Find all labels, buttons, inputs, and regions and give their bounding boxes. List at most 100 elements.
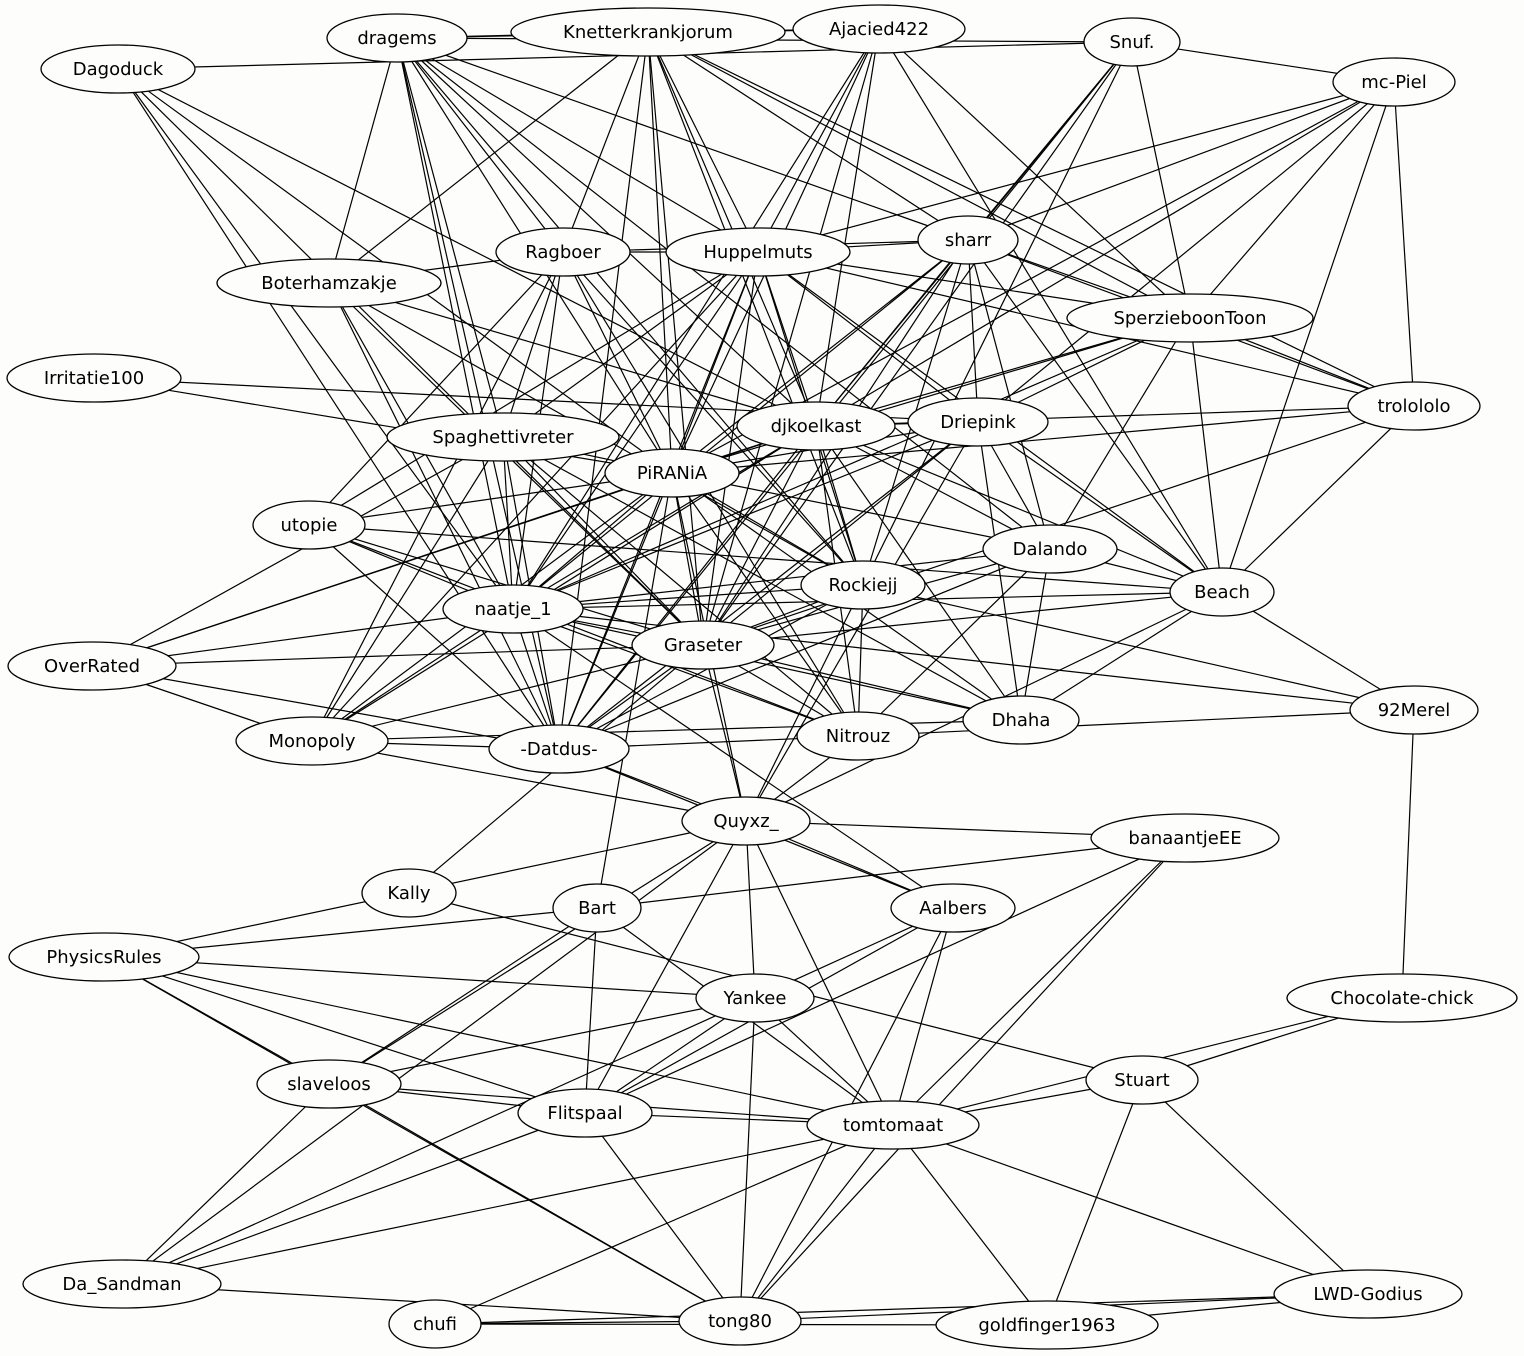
node-ellipse [256,1059,402,1109]
edge-knetter-trololo [647,31,1415,407]
node-chocolate[interactable]: Chocolate-chick [1286,973,1518,1023]
node-overrated[interactable]: OverRated [7,641,177,691]
node-merel[interactable]: 92Merel [1349,685,1479,735]
edge-mcpiel-trololo [1393,81,1415,407]
node-label: Monopoly [268,731,355,752]
node-ellipse [736,401,896,451]
edge-knetter-sharr [647,31,969,241]
node-physics[interactable]: PhysicsRules [8,932,200,982]
node-beach[interactable]: Beach [1169,567,1275,617]
node-boter[interactable]: Boterhamzakje [216,258,442,308]
node-spaghetti[interactable]: Spaghettivreter [386,412,620,462]
edge-mcpiel-driepink [977,81,1395,423]
node-stuart[interactable]: Stuart [1085,1055,1199,1105]
node-label: Beach [1194,582,1250,603]
node-rockiejj[interactable]: Rockiejj [800,560,926,610]
edge-layer [91,28,1415,1326]
node-label: Flitspaal [547,1103,622,1124]
edge-dragems-spaghetti [396,37,504,438]
node-label: Knetterkrankjorum [563,22,733,43]
node-label: tomtomaat [843,1115,943,1136]
node-ajacied[interactable]: Ajacied422 [792,4,966,54]
node-ellipse [604,448,740,498]
node-ellipse [890,883,1016,933]
node-kally[interactable]: Kally [361,868,457,918]
edge-dagoduck-graseter [117,68,704,646]
node-utopie[interactable]: utopie [252,500,366,550]
edge-ragboer-monopoly [311,251,564,742]
node-tomtomaat[interactable]: tomtomaat [806,1100,980,1150]
edge-mcpiel-sharr [967,81,1395,241]
node-ragboer[interactable]: Ragboer [495,227,631,277]
node-knetter[interactable]: Knetterkrankjorum [510,7,786,57]
node-datdus[interactable]: -Datdus- [488,724,630,774]
edge-ajacied-huppel [757,28,880,253]
node-bart[interactable]: Bart [552,883,642,933]
edge-dagoduck-datdus [117,68,560,750]
node-nitrouz[interactable]: Nitrouz [796,711,920,761]
node-irritatie[interactable]: Irritatie100 [6,353,182,403]
node-sandman[interactable]: Da_Sandman [22,1259,222,1309]
node-huppel[interactable]: Huppelmuts [665,227,851,277]
edge-dagoduck-naatje [117,68,514,610]
edge-slaveloos-sandman [121,1083,330,1285]
node-label: tong80 [708,1311,772,1332]
node-aalbers[interactable]: Aalbers [890,883,1016,933]
edge-spaghetti-dhaha [502,436,1022,721]
node-chufi[interactable]: chufi [388,1299,482,1349]
edge-sharr-djkoelkast [815,239,969,427]
node-snuf[interactable]: Snuf. [1083,17,1181,67]
node-dhaha[interactable]: Dhaha [962,695,1080,745]
edge-pirania-dalando [671,472,1051,550]
node-sharr[interactable]: sharr [917,215,1019,265]
edge-banaantje-flitspaal [584,837,1186,1114]
node-monopoly[interactable]: Monopoly [235,716,389,766]
edge-tomtomaat-lwd [892,1124,1369,1295]
node-graseter[interactable]: Graseter [631,620,775,670]
node-label: Stuart [1114,1070,1169,1091]
edge-slaveloos-tong80 [328,1083,741,1322]
node-naatje[interactable]: naatje_1 [442,584,584,634]
edge-knetter-sperzie [647,31,1191,319]
node-goldfinger[interactable]: goldfinger1963 [935,1300,1159,1350]
node-quyxz[interactable]: Quyxz_ [681,796,811,846]
edge-spaghetti-nitrouz [502,436,859,737]
node-tong80[interactable]: tong80 [678,1296,802,1346]
node-ellipse [681,796,811,846]
node-pirania[interactable]: PiRANiA [604,448,740,498]
node-ellipse [22,1259,222,1309]
node-label: Driepink [940,412,1016,433]
node-label: sharr [945,230,992,251]
node-dalando[interactable]: Dalando [982,524,1118,574]
edge-rockiejj-quyxz [745,584,864,822]
edge-knetter-datdus [558,31,649,750]
node-lwd[interactable]: LWD-Godius [1273,1269,1463,1319]
edge-physics-yankee [103,956,756,999]
node-trololo[interactable]: trolololo [1347,381,1481,431]
node-ellipse [962,695,1080,745]
node-djkoelkast[interactable]: djkoelkast [736,401,896,451]
edge-pirania-overrated [91,472,673,667]
node-dragems[interactable]: dragems [326,13,468,63]
node-slaveloos[interactable]: slaveloos [256,1059,402,1109]
node-label: Aalbers [919,898,987,919]
node-driepink[interactable]: Driepink [907,397,1049,447]
node-dagoduck[interactable]: Dagoduck [40,44,196,94]
edge-graseter-quyxz [702,644,747,822]
edge-pirania-datdus [558,472,673,750]
node-sperzie[interactable]: SperzieboonToon [1066,293,1314,343]
node-banaantje[interactable]: banaantjeEE [1090,813,1280,863]
edge-naatje-nitrouz [512,608,859,737]
node-label: banaantjeEE [1128,828,1241,849]
node-flitspaal[interactable]: Flitspaal [517,1088,653,1138]
edge-physics-tomtomaat [103,956,894,1126]
node-label: Nitrouz [826,726,890,747]
node-label: chufi [413,1314,457,1335]
node-label: utopie [281,515,338,536]
node-ellipse [1090,813,1280,863]
edge-dragems-sharr [396,37,969,241]
node-ellipse [1286,973,1518,1023]
edge-dragems-rockiejj [396,37,864,586]
node-yankee[interactable]: Yankee [695,973,815,1023]
node-mcpiel[interactable]: mc-Piel [1332,57,1456,107]
